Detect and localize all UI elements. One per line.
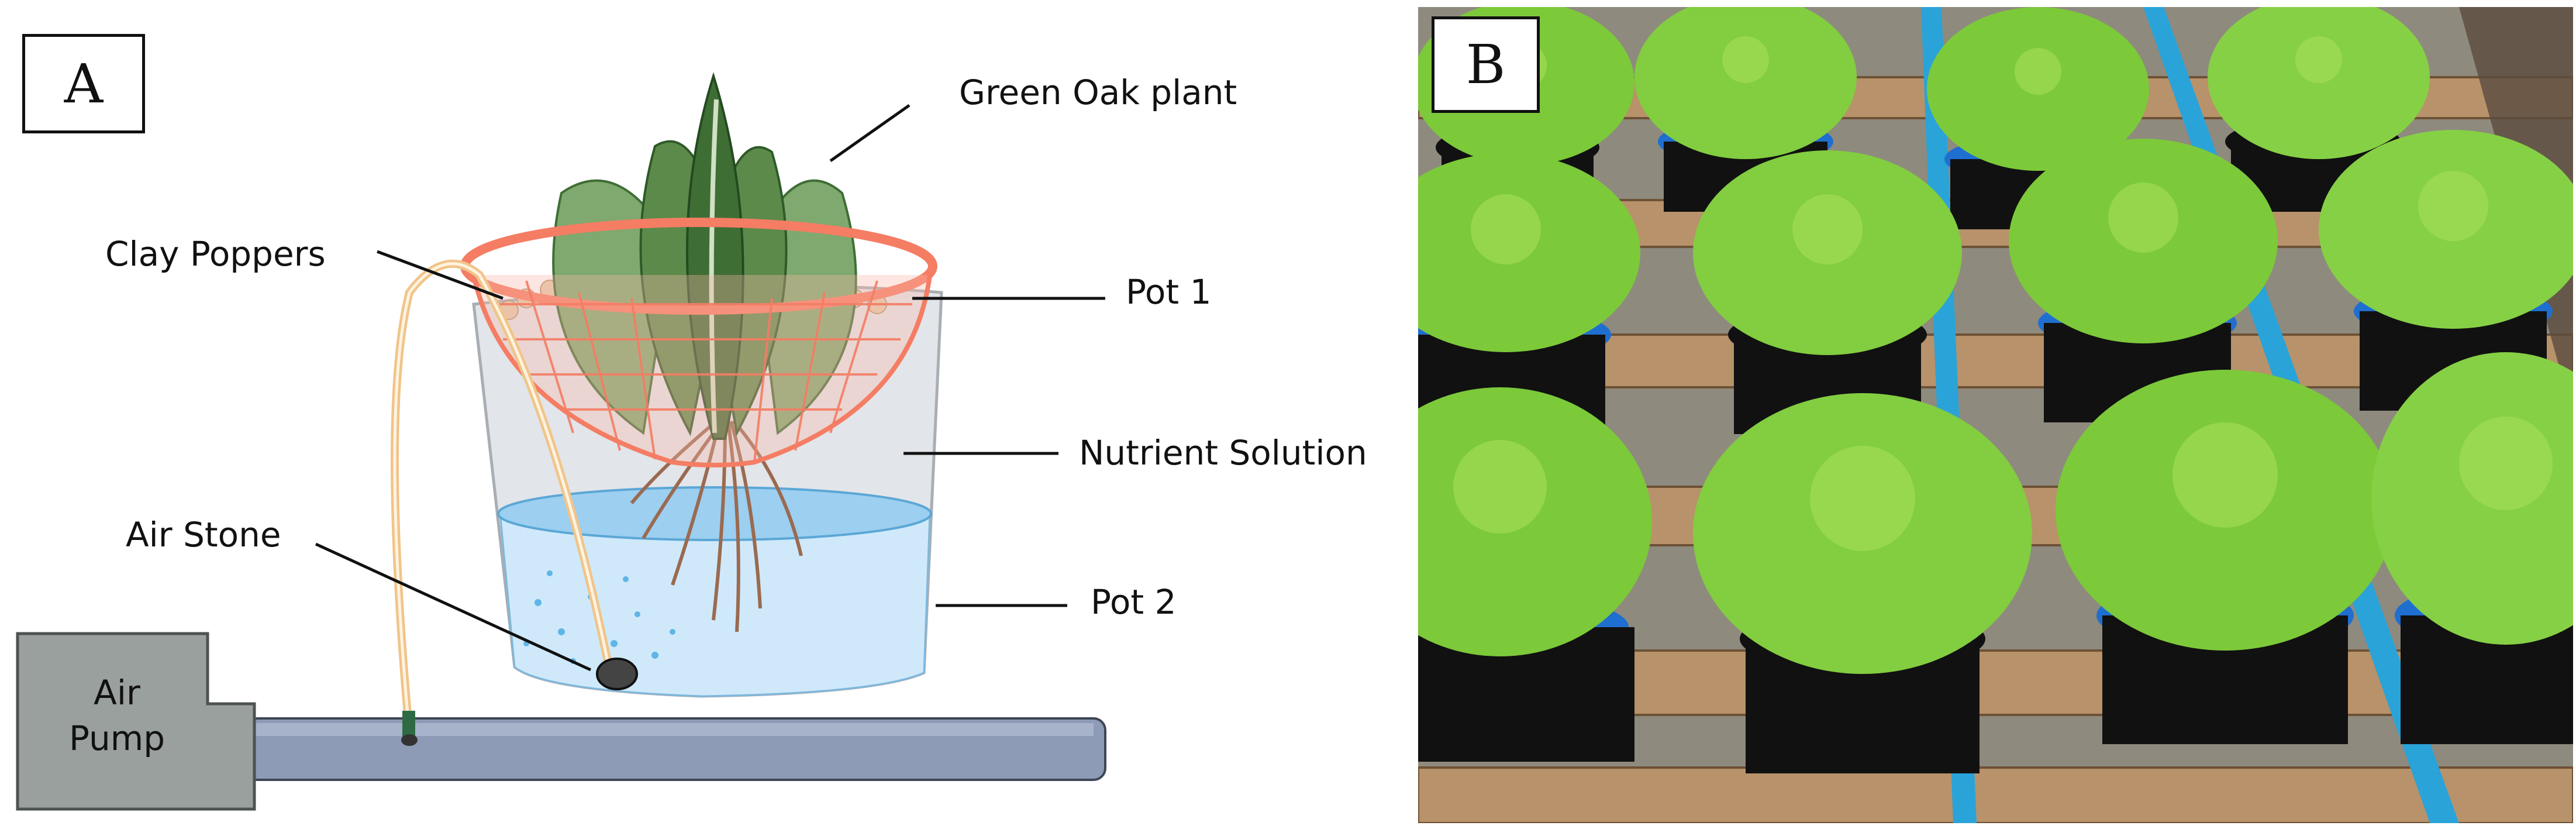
label-air-stone: Air Stone <box>126 515 281 555</box>
label-air-pump: Air Pump <box>41 670 193 761</box>
label-green-oak-plant: Green Oak plant <box>959 73 1237 112</box>
label-pot-1: Pot 1 <box>1126 272 1212 312</box>
panel-a-label-box: A <box>22 34 145 133</box>
green-oak-leaves <box>552 72 857 440</box>
panel-b-letter: B <box>1465 33 1506 96</box>
label-air-pump-line1: Air <box>94 673 140 713</box>
lettuce-photo <box>1418 7 2573 823</box>
plant-roots <box>630 419 803 632</box>
label-clay-poppers: Clay Poppers <box>105 234 326 274</box>
leaf-highlights <box>1453 36 2553 551</box>
panel-a-letter: A <box>64 52 104 115</box>
panel-a-diagram: Green Oak plant Clay Poppers Pot 1 Nutri… <box>16 72 1367 811</box>
hydroponic-diagram <box>16 72 1106 811</box>
label-nutrient-solution: Nutrient Solution <box>1079 433 1367 473</box>
panel-b-photo <box>1418 7 2573 823</box>
air-pump <box>16 632 256 811</box>
label-pot-2: Pot 2 <box>1091 582 1177 622</box>
leader-lines <box>315 104 1105 672</box>
lettuce-pots <box>1418 7 2573 773</box>
label-air-pump-line2: Pump <box>68 718 165 758</box>
panel-b-label-box: B <box>1432 16 1540 113</box>
air-stone <box>596 658 638 690</box>
pot-1-basket <box>460 218 937 467</box>
